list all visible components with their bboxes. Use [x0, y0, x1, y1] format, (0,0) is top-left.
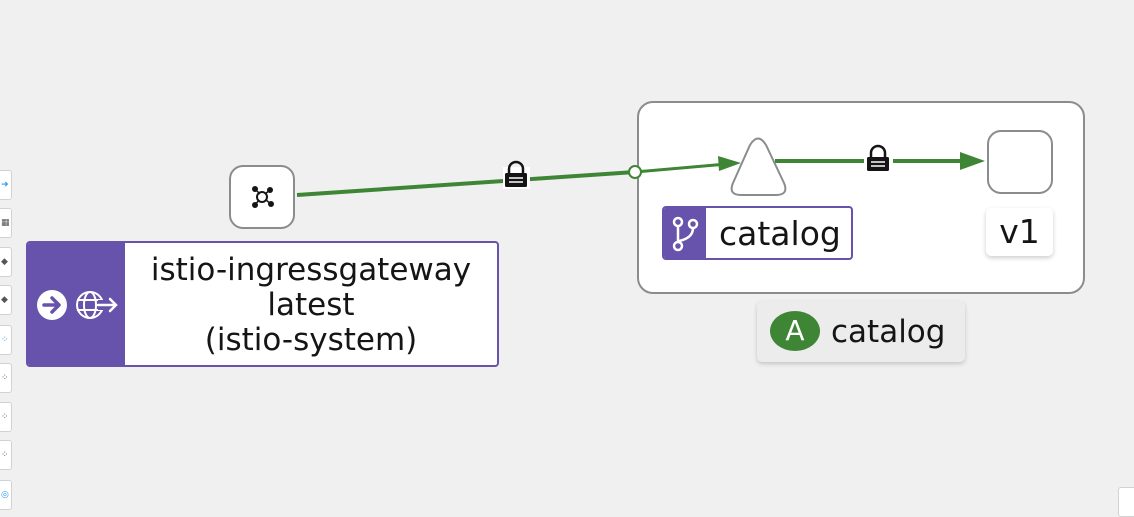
code-branch-icon	[672, 216, 699, 252]
topology-icon: ⁘	[1, 335, 9, 345]
app-badge: A	[770, 311, 820, 351]
edge-junction-dot	[628, 165, 642, 179]
workload-node-v1[interactable]	[987, 130, 1053, 194]
globe-arrow-icon	[76, 291, 118, 319]
lock-icon	[864, 144, 893, 172]
vs-badge	[664, 208, 706, 258]
topology-icon: ⁘	[1, 373, 9, 383]
edge-service-to-app[interactable]	[296, 170, 636, 197]
version-text: v1	[999, 212, 1040, 251]
arrow-icon: ◆	[1, 257, 8, 267]
gateway-name: istio-ingressgateway	[150, 252, 472, 288]
legend-icon: ◎	[1, 490, 9, 500]
virtual-service-label[interactable]: catalog	[662, 206, 853, 260]
service-mesh-icon	[252, 186, 274, 208]
toolbar-button-1[interactable]: ➜	[0, 170, 12, 200]
app-box-label-text: catalog	[831, 314, 946, 350]
expand-icon: ➜	[1, 180, 9, 190]
toolbar-button-6[interactable]: ⁘	[0, 363, 12, 393]
service-node[interactable]	[229, 165, 295, 229]
app-box-label: A catalog	[757, 301, 965, 362]
gateway-namespace: (istio-system)	[204, 322, 418, 358]
arrow-right-circle-icon	[37, 290, 67, 320]
layout-icon: ▦	[1, 218, 10, 228]
app-node-catalog[interactable]	[730, 137, 787, 196]
gateway-version: latest	[267, 287, 355, 323]
gateway-label[interactable]: istio-ingressgateway latest (istio-syste…	[26, 241, 499, 367]
vs-label-text: catalog	[719, 214, 841, 253]
gateway-icons	[37, 290, 118, 320]
edge-service-to-app-tail[interactable]	[634, 162, 728, 174]
topology-icon: ⁘	[1, 450, 9, 460]
toolbar-button-5[interactable]: ⁘	[0, 325, 12, 355]
arrow-icon: ◆	[1, 295, 8, 305]
gateway-badge	[28, 243, 125, 365]
toolbar-button-4[interactable]: ◆	[0, 285, 12, 315]
gateway-label-text: istio-ingressgateway latest (istio-syste…	[125, 253, 497, 358]
lock-icon	[503, 160, 530, 189]
toolbar-button-7[interactable]: ⁘	[0, 402, 12, 432]
edge-arrowhead	[718, 156, 741, 171]
corner-control[interactable]	[1118, 487, 1134, 517]
workload-version-label: v1	[986, 208, 1053, 256]
toolbar-button-8[interactable]: ⁘	[0, 440, 12, 470]
topology-icon: ⁘	[1, 412, 9, 422]
toolbar-button-3[interactable]: ◆	[0, 247, 12, 277]
edge-arrowhead	[960, 152, 985, 170]
toolbar-button-2[interactable]: ▦	[0, 208, 12, 238]
